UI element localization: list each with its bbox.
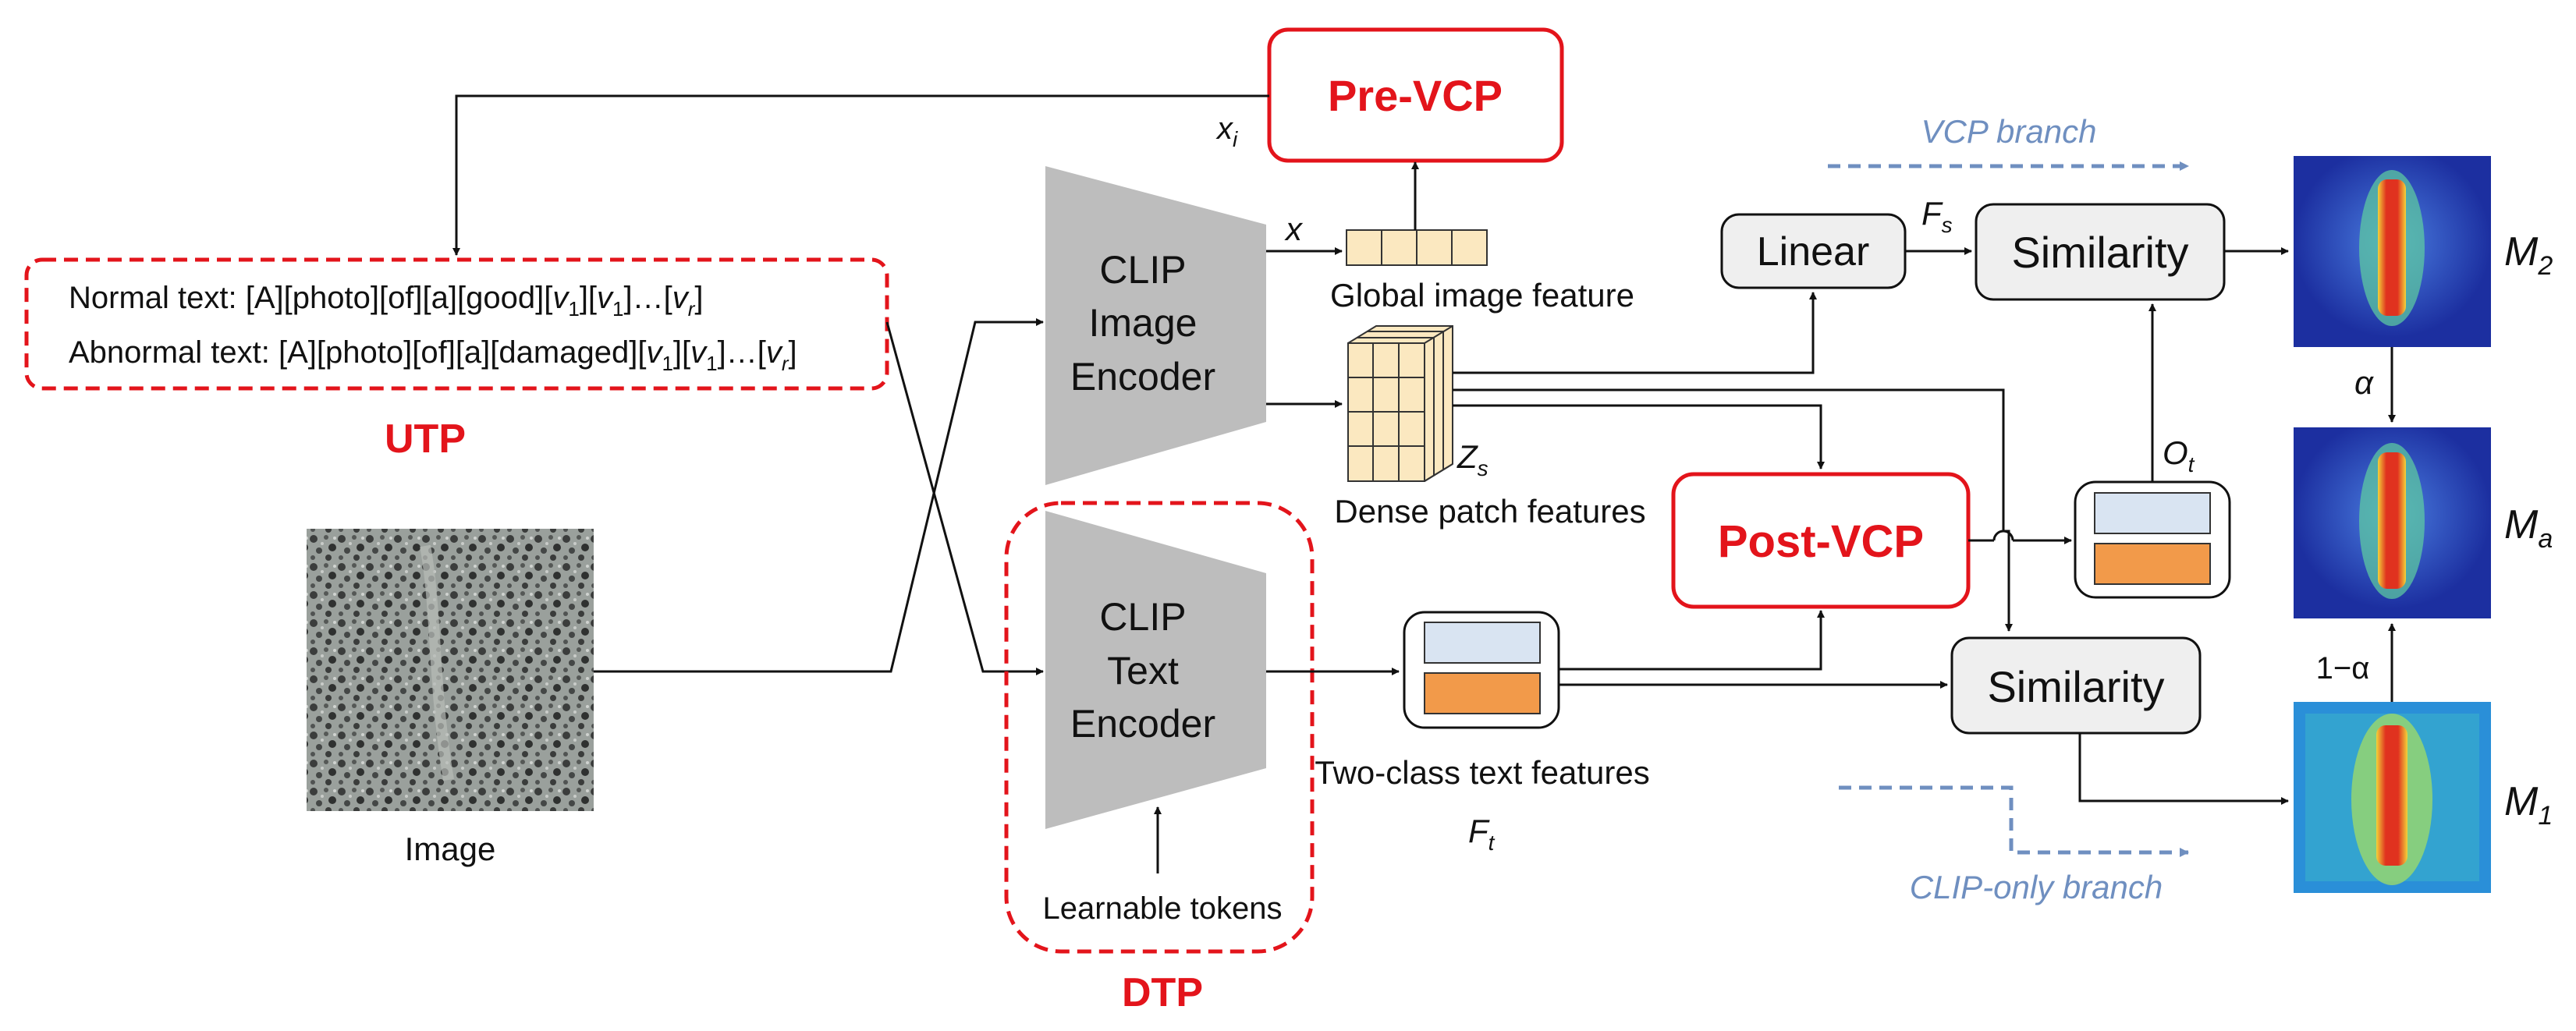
- dtp-label: DTP: [1122, 970, 1203, 1015]
- similarity-bottom-box: [1950, 636, 2202, 735]
- z-s-symbol: Zs: [1457, 438, 1488, 480]
- text-encoder-label-1: CLIP: [1099, 595, 1186, 639]
- post-vcp-label: Post-VCP: [1718, 516, 1924, 567]
- heatmap-ma: [2294, 427, 2491, 618]
- dtp-group-border: [1004, 501, 1315, 954]
- similarity-bottom-label: Similarity: [1987, 662, 2164, 711]
- clip-image-encoder: [1045, 166, 1266, 485]
- text-to-encoder-arrow: [885, 321, 1044, 675]
- text-encoder-label-2: Text: [1107, 649, 1179, 693]
- linear-label: Linear: [1757, 229, 1870, 275]
- heatmap-m2: [2294, 156, 2491, 347]
- m2-label: M2: [2504, 229, 2553, 281]
- clip-branch-label: CLIP-only branch: [1910, 869, 2163, 905]
- image-encoder-label-3: Encoder: [1070, 355, 1215, 399]
- global-feature-vector: [1346, 229, 1488, 266]
- clip-branch-arrow: [1839, 785, 2189, 857]
- global-feature-label: Global image feature: [1330, 277, 1634, 314]
- x-i-symbol: xi: [1215, 112, 1238, 151]
- heatmap-m1: [2294, 702, 2491, 893]
- image-encoder-label-2: Image: [1089, 301, 1198, 345]
- image-scratch: [420, 544, 454, 781]
- image-to-encoder-arrow: [594, 318, 1044, 673]
- abnormal-text-prompt: Abnormal text: [A][photo][of][a][damaged…: [69, 335, 797, 375]
- similarity-top-label: Similarity: [2011, 228, 2188, 277]
- image-encoder-label-1: CLIP: [1099, 248, 1186, 292]
- one-minus-alpha-label: 1−α: [2316, 651, 2370, 686]
- text-features-label: Two-class text features: [1315, 754, 1650, 791]
- ot-feature-box: [2074, 480, 2231, 599]
- x-symbol: x: [1284, 211, 1304, 247]
- utp-label: UTP: [385, 416, 466, 462]
- m1-label: M1: [2504, 779, 2553, 831]
- f-s-symbol: Fs: [1921, 195, 1953, 237]
- f-t-symbol: Ft: [1468, 813, 1496, 855]
- similarity-to-m1-arrow: [2078, 733, 2289, 805]
- feedback-arrow: [452, 94, 1269, 256]
- dense-features-label: Dense patch features: [1334, 493, 1645, 530]
- text-to-post-vcp-arrow: [1559, 610, 1825, 671]
- dense-patch-cube: [1347, 325, 1453, 482]
- text-feature-box: [1403, 611, 1560, 729]
- alpha-label: α: [2354, 364, 2374, 401]
- dense-to-post-vcp-arrow: [1453, 404, 1825, 469]
- dense-to-linear-arrow: [1453, 292, 1817, 374]
- o-t-symbol: Ot: [2163, 434, 2195, 477]
- text-encoder-label-3: Encoder: [1070, 702, 1215, 746]
- ma-label: Ma: [2504, 502, 2553, 554]
- wire-hop: [1992, 530, 2014, 541]
- learnable-tokens-label: Learnable tokens: [1043, 891, 1283, 926]
- image-label: Image: [405, 831, 496, 867]
- vcp-branch-label: VCP branch: [1921, 113, 2097, 150]
- normal-text-prompt: Normal text: [A][photo][of][a][good][v1]…: [69, 281, 704, 321]
- clip-text-encoder: [1045, 511, 1266, 829]
- pre-vcp-label: Pre-VCP: [1328, 71, 1503, 120]
